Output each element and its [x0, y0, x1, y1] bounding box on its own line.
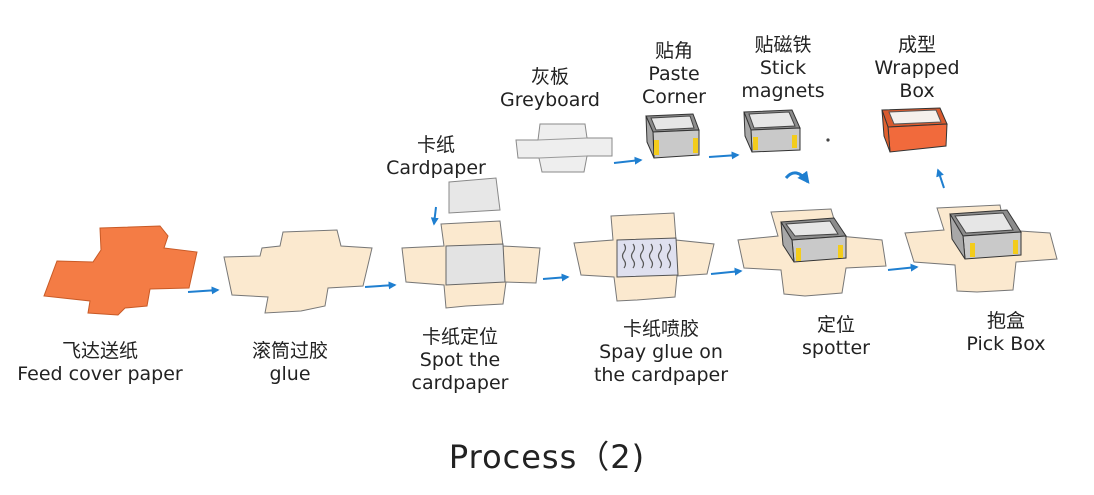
glue-wave-lines — [621, 243, 672, 269]
label-wrapped-en2: Box — [899, 80, 935, 102]
label-cardpaper: 卡纸 Cardpaper — [376, 134, 496, 180]
arrow-spotter-to-pick — [887, 263, 919, 272]
label-corner-en1: Paste — [648, 63, 700, 85]
magnets-box — [743, 109, 801, 153]
label-wrapped: 成型 Wrapped Box — [862, 34, 972, 103]
label-feed-en: Feed cover paper — [17, 363, 183, 385]
label-greyboard: 灰板 Greyboard — [490, 66, 610, 112]
label-spotter: 定位 spotter — [786, 314, 886, 360]
label-spot: 卡纸定位 Spot the cardpaper — [400, 326, 520, 395]
label-spotter-zh: 定位 — [816, 314, 855, 336]
label-spray-zh: 卡纸喷胶 — [622, 318, 699, 340]
greyboard-shape — [515, 123, 613, 173]
pick-box — [949, 209, 1022, 260]
label-magnets-en1: Stick — [759, 57, 807, 79]
arrow-feed-to-glue — [187, 286, 220, 295]
spotter-box — [780, 217, 847, 263]
arrow-corner-to-magnets — [708, 151, 740, 160]
label-wrapped-en1: Wrapped — [874, 57, 960, 79]
label-magnets-en2: magnets — [741, 80, 825, 102]
glued-blank-shape — [223, 229, 373, 314]
spray-glue-area — [616, 237, 679, 278]
label-greyboard-zh: 灰板 — [530, 66, 569, 88]
label-pick: 抱盒 Pick Box — [946, 310, 1066, 356]
cover-paper-shape — [43, 225, 198, 316]
spot-cardpaper-center — [445, 243, 506, 286]
label-pick-en: Pick Box — [966, 333, 1046, 355]
label-cardpaper-en: Cardpaper — [386, 157, 486, 179]
label-corner-en2: Corner — [642, 86, 706, 108]
label-glue-en: glue — [269, 363, 311, 385]
paste-corner-box — [645, 113, 700, 159]
wrapped-box — [881, 107, 948, 153]
label-pick-zh: 抱盒 — [986, 310, 1025, 332]
diagram-title: Process（2) — [448, 438, 646, 476]
label-spray-en2: the cardpaper — [593, 364, 729, 386]
arrow-spray-to-spotter — [710, 267, 743, 276]
label-magnets-zh: 贴磁铁 — [754, 34, 812, 56]
arrow-greyboard-to-corner — [613, 156, 643, 165]
cardpaper-sheet — [448, 177, 501, 214]
label-greyboard-en: Greyboard — [500, 89, 600, 111]
arrow-glue-to-spot — [364, 281, 397, 290]
label-cardpaper-zh: 卡纸 — [416, 134, 455, 156]
label-spray: 卡纸喷胶 Spay glue on the cardpaper — [586, 318, 736, 387]
stray-dot — [826, 138, 830, 142]
label-feed: 飞达送纸 Feed cover paper — [10, 340, 190, 386]
label-spot-en2: cardpaper — [411, 372, 509, 394]
label-spotter-en: spotter — [802, 337, 870, 359]
arrow-spot-to-spray — [542, 273, 570, 282]
label-glue-zh: 滚筒过胶 — [251, 340, 328, 362]
label-feed-zh: 飞达送纸 — [61, 340, 138, 362]
label-spot-en1: Spot the — [419, 349, 501, 371]
label-wrapped-zh: 成型 — [897, 34, 936, 56]
label-corner-zh: 贴角 — [654, 40, 693, 62]
arrow-magnets-curved-down — [784, 170, 810, 184]
arrow-pick-to-wrapped — [936, 168, 945, 189]
label-spot-zh: 卡纸定位 — [421, 326, 498, 348]
arrow-cardpaper-down — [430, 206, 439, 226]
label-magnets: 贴磁铁 Stick magnets — [728, 34, 838, 103]
label-spray-en1: Spay glue on — [599, 341, 723, 363]
label-corner: 贴角 Paste Corner — [624, 40, 724, 109]
label-glue: 滚筒过胶 glue — [240, 340, 340, 386]
